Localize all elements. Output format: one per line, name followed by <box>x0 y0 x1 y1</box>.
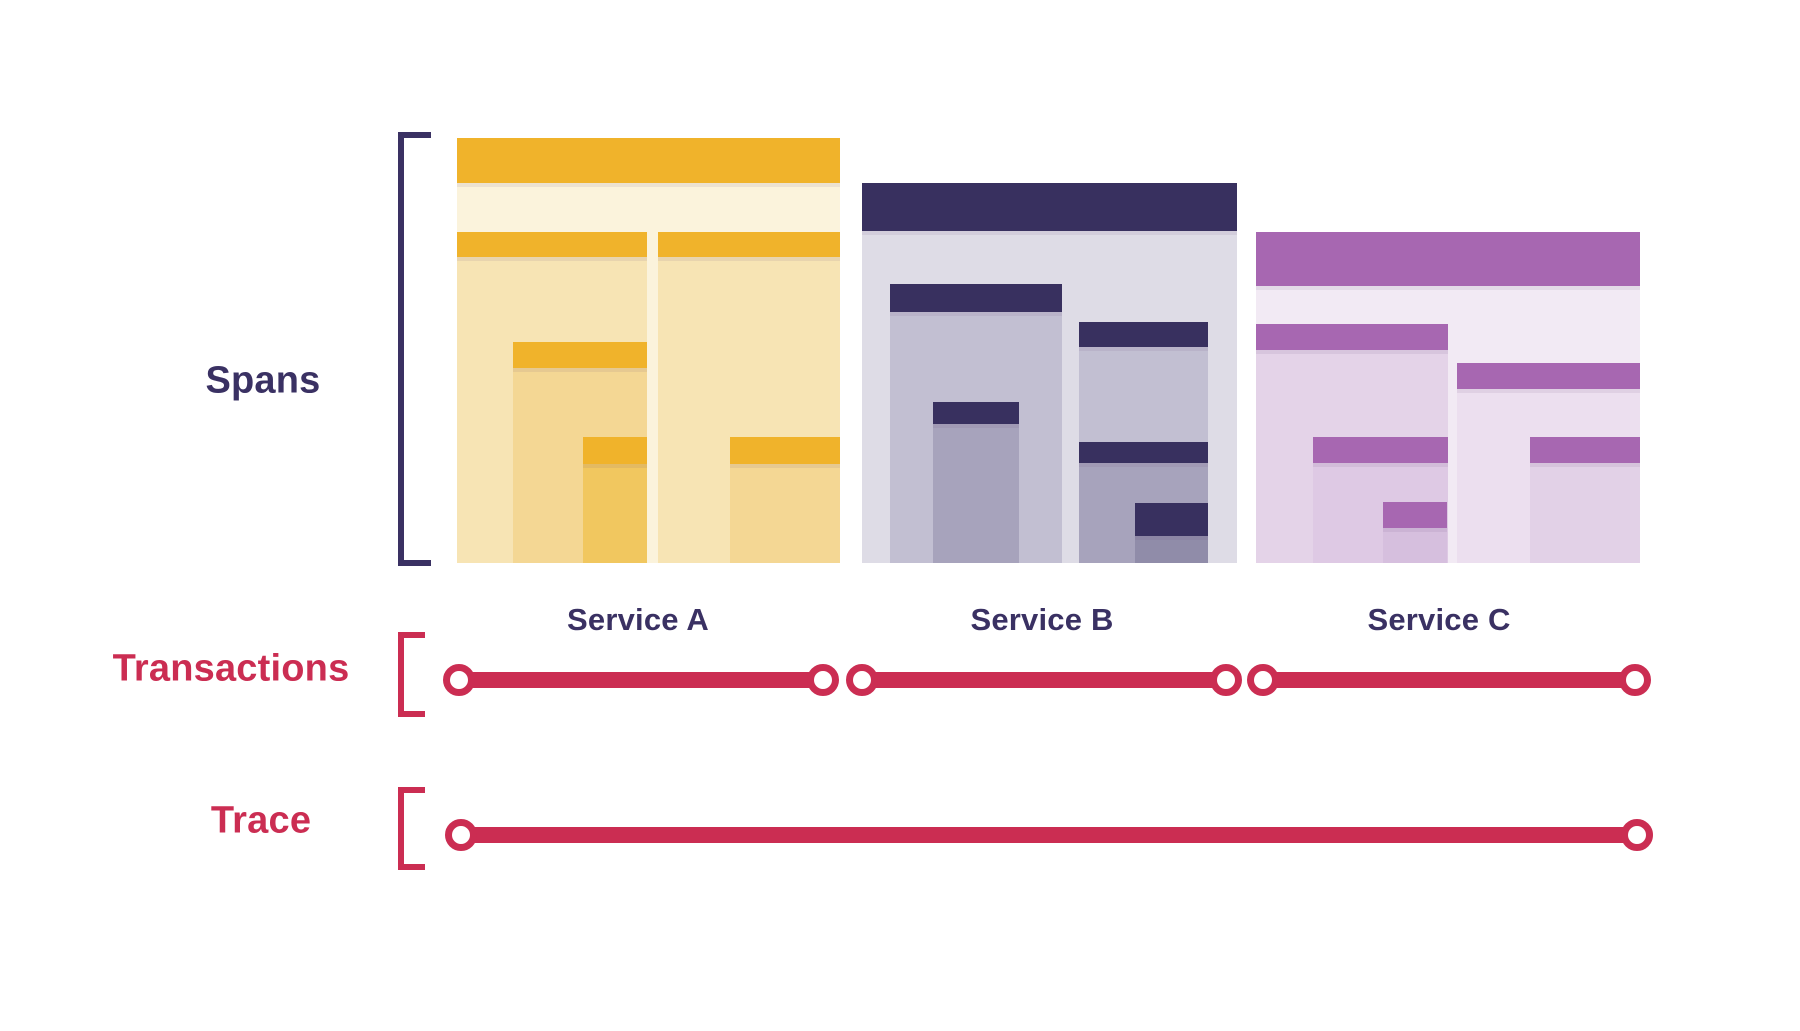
span-bar <box>1079 442 1208 463</box>
timeline-endpoint <box>1621 819 1653 851</box>
timeline-endpoint <box>1247 664 1279 696</box>
span-bar <box>658 232 840 257</box>
timeline-line <box>862 672 1226 688</box>
span-bar <box>1457 363 1640 389</box>
service-c-label: Service C <box>1367 602 1511 637</box>
span-fill <box>1256 286 1640 563</box>
span-fill <box>1079 347 1208 563</box>
span-bar <box>1313 437 1448 463</box>
span-fill <box>1457 389 1640 563</box>
span-fill <box>730 464 840 563</box>
span-fill <box>1313 463 1448 563</box>
span-bar <box>890 284 1062 312</box>
span-bar <box>1383 502 1447 528</box>
span-bar <box>1079 322 1208 347</box>
transactions-label: Transactions <box>112 647 350 690</box>
timeline-endpoint <box>443 664 475 696</box>
span-fill <box>1256 350 1448 563</box>
span-fill <box>890 312 1062 563</box>
transactions-bracket <box>398 632 425 717</box>
span-bar <box>1530 437 1640 463</box>
span-fill <box>658 257 840 563</box>
service-b-label: Service B <box>970 602 1114 637</box>
span-bar <box>1256 232 1640 286</box>
spans-label: Spans <box>205 359 321 402</box>
timeline-endpoint <box>1619 664 1651 696</box>
span-bar <box>730 437 840 464</box>
trace-bracket <box>398 787 425 870</box>
span-fill <box>457 257 647 563</box>
timeline-line <box>461 827 1637 843</box>
span-bar <box>1256 324 1448 350</box>
span-fill <box>933 424 1019 563</box>
span-bar <box>457 138 840 183</box>
span-bar <box>457 232 647 257</box>
timeline-line <box>459 672 823 688</box>
timeline-endpoint <box>445 819 477 851</box>
span-fill <box>1530 463 1640 563</box>
span-fill <box>1135 536 1208 563</box>
span-bar <box>583 437 647 464</box>
span-fill <box>1079 463 1208 563</box>
span-fill <box>513 368 647 563</box>
span-fill <box>583 464 647 563</box>
span-fill <box>1383 528 1447 563</box>
span-bar <box>513 342 647 368</box>
spans-bracket <box>398 132 431 566</box>
timeline-endpoint <box>1210 664 1242 696</box>
timeline-endpoint <box>846 664 878 696</box>
span-bar <box>1135 503 1208 536</box>
span-bar <box>933 402 1019 424</box>
span-fill <box>457 183 840 563</box>
timeline-line <box>1263 672 1635 688</box>
timeline-endpoint <box>807 664 839 696</box>
span-bar <box>862 183 1237 231</box>
span-fill <box>862 231 1237 563</box>
trace-label: Trace <box>210 799 312 842</box>
service-a-label: Service A <box>567 602 709 637</box>
